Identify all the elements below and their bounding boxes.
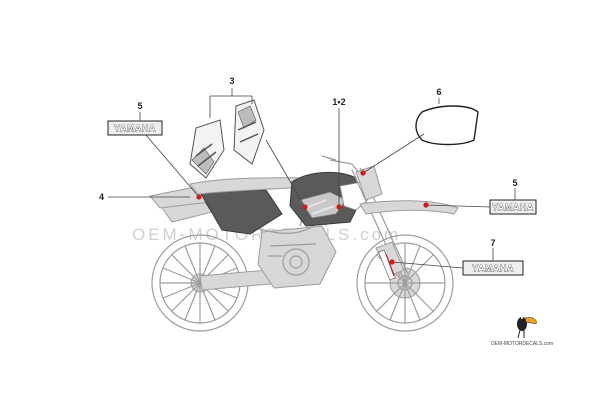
- engine: [257, 207, 337, 289]
- tank-decal-pieces: [189, 99, 265, 179]
- leader-lines: [108, 88, 516, 269]
- callout-6: 6: [436, 87, 441, 97]
- decal-5-left: YAMAHA: [107, 120, 163, 136]
- part6-number-plate-shape: [415, 105, 479, 146]
- callout-labels: 3 5 4 1•2 6 5 7: [99, 76, 518, 248]
- location-pins: [196, 170, 429, 265]
- callout-5-left: 5: [137, 101, 142, 111]
- pin-part-4-5: [196, 194, 202, 200]
- callout-3: 3: [229, 76, 234, 86]
- callout-4: 4: [99, 192, 104, 202]
- pin-part-5-right: [423, 202, 429, 208]
- front-wheel: [356, 234, 454, 332]
- callout-1-2: 1•2: [332, 97, 345, 107]
- tank-decal-right: [233, 99, 265, 165]
- callout-7: 7: [490, 238, 495, 248]
- decal-5-right-text: YAMAHA: [492, 203, 534, 213]
- decal-7: YAMAHA: [462, 260, 524, 276]
- pin-part-1-2: [336, 204, 342, 210]
- decal-5-right: YAMAHA: [489, 199, 537, 215]
- pin-part-3: [302, 204, 308, 210]
- toucan-logo-icon: [517, 317, 537, 339]
- decal-7-text: YAMAHA: [472, 264, 514, 274]
- callout-5-right: 5: [512, 178, 517, 188]
- handlebar: [321, 155, 361, 175]
- brand-logo: OEM-MOTORDECALS.com: [491, 317, 553, 347]
- logo-caption: OEM-MOTORDECALS.com: [491, 341, 553, 347]
- front-fender: [359, 200, 459, 215]
- motorcycle-illustration: [149, 155, 459, 332]
- fork-decal: [378, 249, 396, 281]
- tank-decal-left: [189, 119, 225, 179]
- pin-part-7: [389, 259, 395, 265]
- decal-5-left-text: YAMAHA: [114, 124, 156, 134]
- pin-part-6: [360, 170, 366, 176]
